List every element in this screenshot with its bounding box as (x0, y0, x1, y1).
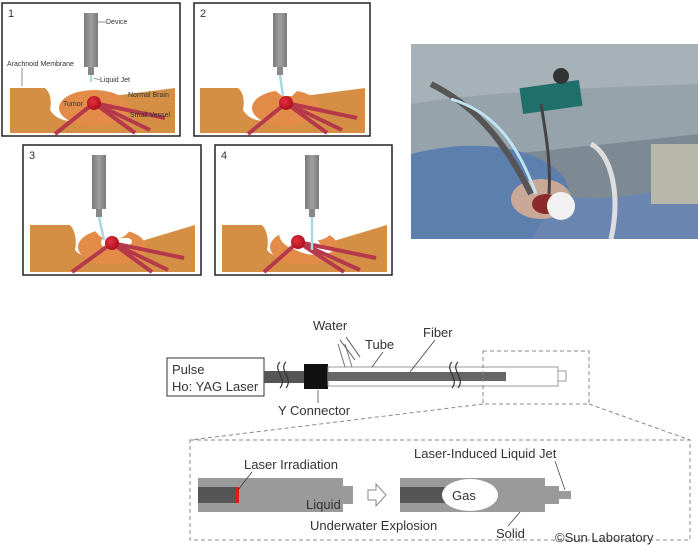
fiber (328, 372, 506, 381)
panel-1: 1 Device Arachnoid Membrane Liquid Jet T… (1, 2, 181, 137)
break-mark (449, 361, 455, 389)
small-vessels (53, 101, 166, 136)
device-tip (277, 67, 283, 75)
label-arachnoid-membrane: Arachnoid Membrane (7, 61, 74, 68)
label-fiber: Fiber (423, 325, 453, 340)
label-small-vessel: Small Vessel (130, 112, 171, 119)
label-device: Device (106, 19, 128, 26)
label-tube: Tube (365, 337, 394, 352)
normal-brain-tissue (30, 225, 195, 272)
tumor (105, 236, 119, 250)
water-inlet (339, 336, 361, 361)
label-pulse: Pulse (172, 362, 205, 377)
label-laser-induced-liquid-jet: Laser-Induced Liquid Jet (414, 446, 557, 461)
liquid-jet (97, 216, 106, 241)
device-tip (88, 67, 94, 75)
device-tip (96, 209, 102, 217)
label-liquid: Liquid (306, 497, 341, 512)
label-liquid-jet: Liquid Jet (100, 77, 130, 84)
small-vessels (70, 241, 185, 274)
detail-panel: Laser Irradiation Liquid Gas Laser-Induc… (189, 439, 691, 541)
normal-brain-tissue (222, 225, 387, 272)
liquid-jet-out (559, 491, 571, 499)
device (305, 155, 319, 209)
device (84, 13, 98, 67)
label-y-connector: Y Connector (278, 403, 351, 418)
zoom-region (482, 350, 590, 405)
tumor (87, 96, 101, 110)
fiber-tip-right (400, 487, 445, 503)
label-normal-brain: Normal Brain (128, 92, 169, 99)
tumor (291, 235, 305, 249)
detail-box (189, 439, 691, 541)
break-mark (277, 361, 283, 389)
laser-box (166, 357, 265, 397)
nozzle-right (545, 486, 559, 504)
device (92, 155, 106, 209)
panel-2: 2 (193, 2, 371, 137)
panel-number: 1 (8, 8, 14, 20)
fiber-tip-left (198, 487, 238, 503)
y-connector (304, 364, 328, 389)
panel-3: 3 (22, 144, 202, 276)
label-gas: Gas (452, 488, 476, 503)
gas-bubble (442, 479, 498, 511)
fiber-entry (264, 371, 304, 383)
dissection-gap (272, 88, 300, 96)
label-water: Water (313, 318, 348, 333)
device (273, 13, 287, 67)
surgery-photo (411, 44, 698, 239)
label-solid: Solid (496, 526, 525, 541)
label-tumor: Tumor (63, 101, 84, 108)
tube-nozzle (557, 370, 567, 382)
small-vessels (246, 101, 358, 136)
tumor (279, 96, 293, 110)
panel-number: 3 (29, 150, 35, 162)
panel-4: 4 (214, 144, 393, 276)
watermark: ©Sun Laboratory (555, 530, 654, 545)
label-underwater-explosion: Underwater Explosion (310, 518, 437, 533)
panel-number: 2 (200, 8, 206, 20)
arrow-icon (367, 482, 387, 508)
laser-irradiation-spot (236, 487, 239, 503)
nozzle-left (343, 486, 353, 504)
laser-schematic: Pulse Ho: YAG Laser Water Tube Fiber Y C… (166, 318, 691, 441)
panel-number: 4 (221, 150, 227, 162)
label-laser: Ho: YAG Laser (172, 379, 259, 394)
liquid-jet (278, 74, 285, 97)
device-tip (309, 209, 315, 217)
label-laser-irradiation: Laser Irradiation (244, 457, 338, 472)
